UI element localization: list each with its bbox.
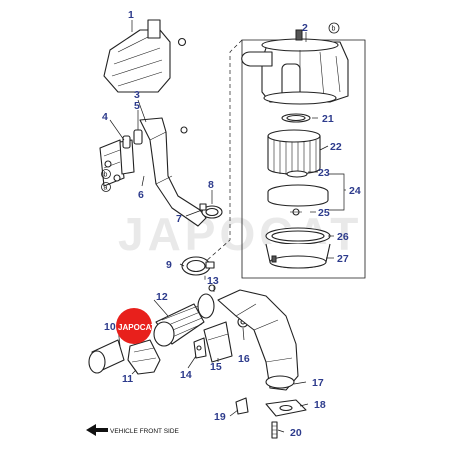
callout-numbers: 1 2 3 4 5 6 7 8 9 10 11 12 13 14 15 16 1…	[102, 9, 361, 439]
callout-12: 12	[156, 291, 168, 303]
callout-20: 20	[290, 427, 302, 439]
part-1-intake-duct	[103, 19, 187, 93]
arrow-left-icon	[86, 424, 108, 436]
ref-mark-a-circle	[101, 182, 111, 192]
leader-lines	[109, 20, 346, 433]
callout-2: 2	[302, 22, 308, 34]
part-15-mount-bracket	[203, 321, 233, 363]
part-19-clip	[235, 397, 249, 415]
part-21-ring-inner	[286, 114, 306, 122]
reference-marks: a b b	[101, 22, 340, 192]
vehicle-front-side-note: VEHICLE FRONT SIDE	[86, 424, 180, 436]
part-13-clamp	[197, 284, 216, 319]
callout-9: 9	[166, 259, 172, 271]
part-8-clamp-bolt	[199, 203, 207, 211]
frame-dashed-edge	[204, 39, 243, 280]
callout-16: 16	[238, 353, 250, 365]
ref-mark-b-left: b	[104, 172, 108, 179]
callout-14: 14	[180, 369, 192, 381]
callout-6: 6	[138, 189, 144, 201]
callout-18: 18	[314, 399, 326, 411]
part-18-gasket	[265, 399, 307, 417]
callout-13: 13	[207, 275, 219, 287]
callout-5: 5	[134, 100, 140, 112]
part-11-joint	[127, 339, 161, 375]
callout-7: 7	[176, 213, 182, 225]
logo-badge	[116, 308, 152, 344]
part-23-seal	[286, 170, 308, 178]
callout-21: 21	[322, 113, 334, 125]
japocat-logo: JAPOCAT	[116, 308, 156, 344]
part-12-intake-hose	[153, 303, 205, 347]
callout-11: 11	[122, 373, 133, 385]
callout-15: 15	[210, 361, 222, 373]
part-10-resonator	[88, 339, 125, 374]
part-4-clip	[122, 135, 131, 149]
logo-text: JAPOCAT	[118, 323, 156, 332]
callout-19: 19	[214, 411, 226, 423]
part-17-throttle-duct	[217, 289, 299, 391]
callout-24: 24	[349, 185, 361, 197]
part-14-bracket	[193, 337, 207, 359]
callout-25: 25	[318, 207, 330, 219]
callout-8: 8	[208, 179, 214, 191]
callout-22: 22	[330, 141, 342, 153]
callout-10: 10	[104, 321, 116, 333]
part-26-gasket	[265, 227, 331, 245]
callout-26: 26	[337, 231, 349, 243]
vehicle-front-side-label: VEHICLE FRONT SIDE	[110, 428, 180, 435]
callout-17: 17	[312, 377, 324, 389]
part-7-clamp	[201, 205, 223, 219]
part-2-air-cleaner-case	[241, 29, 349, 105]
ref-mark-b-right-circle	[328, 22, 340, 34]
part-22-filter-element	[267, 129, 321, 175]
part-20-stud-bolt	[271, 421, 278, 439]
part-24-element-assembly	[267, 184, 329, 207]
part-27-lower-case	[265, 243, 331, 269]
callout-23: 23	[318, 167, 330, 179]
callout-3: 3	[134, 89, 140, 101]
callout-1: 1	[128, 9, 134, 21]
callout-4: 4	[102, 111, 108, 123]
part-25-bolt	[290, 208, 302, 216]
ref-mark-b-left-circle	[101, 169, 111, 179]
ref-mark-b-right: b	[332, 26, 336, 33]
part-9-hose-band	[181, 256, 215, 276]
callout-27: 27	[337, 253, 349, 265]
ref-mark-a: a	[104, 185, 108, 192]
